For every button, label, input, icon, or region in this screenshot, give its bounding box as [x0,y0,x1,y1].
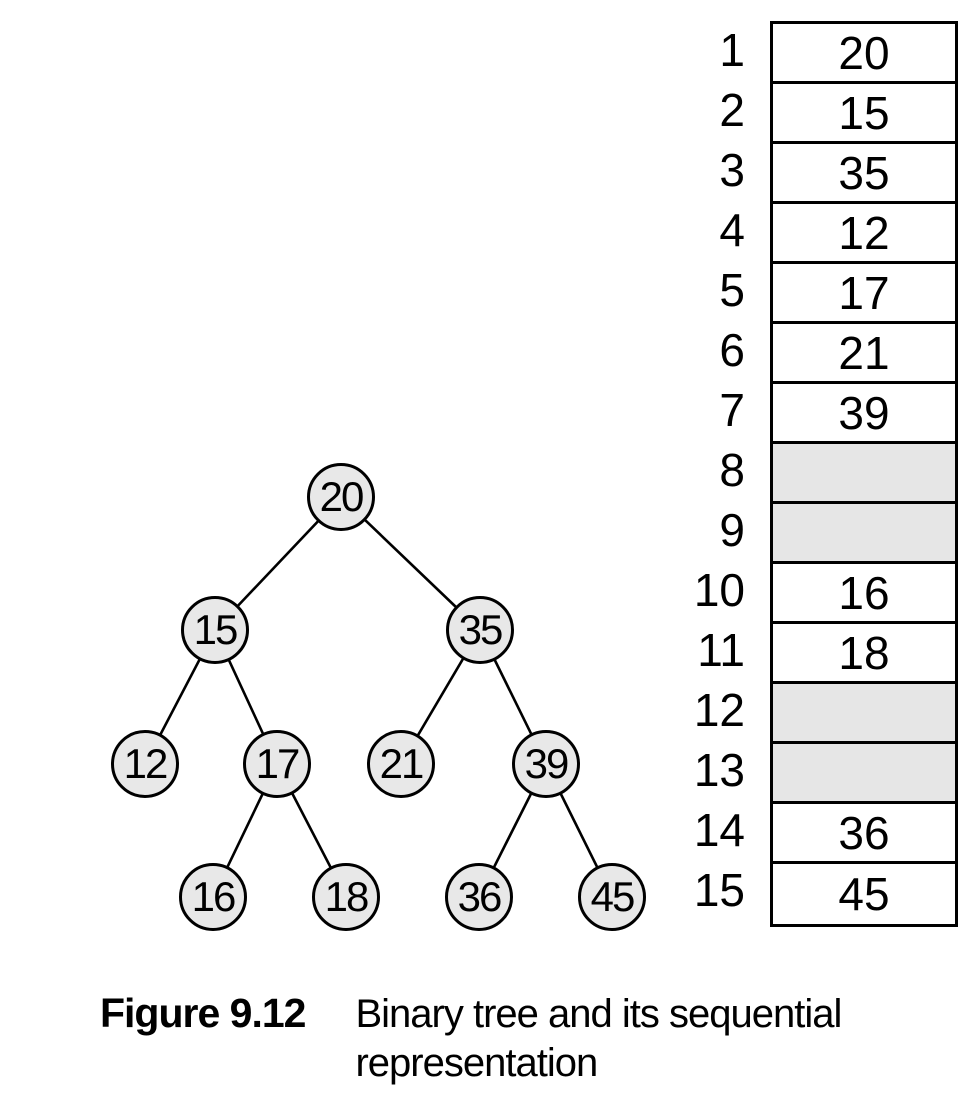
array-index-5: 5 [719,264,745,316]
tree-node-16: 16 [179,863,247,931]
array-cell-12 [773,684,955,744]
array-cell-3: 35 [773,144,955,204]
array-cell-8 [773,444,955,504]
array-index-10: 10 [693,564,745,616]
tree-node-21: 21 [367,730,435,798]
tree-node-45: 45 [578,863,646,931]
array-index-11: 11 [697,624,745,676]
array-cell-2: 15 [773,84,955,144]
tree-node-15: 15 [181,596,249,664]
array-index-14: 14 [693,804,745,856]
array-cell-6: 21 [773,324,955,384]
array-index-8: 8 [719,444,745,496]
figure-label: Figure 9.12 [100,990,306,1036]
array-index-7: 7 [719,384,745,436]
caption-line-2: representation [355,1041,598,1085]
tree-node-39: 39 [512,730,580,798]
array-index-6: 6 [719,324,745,376]
tree-node-35: 35 [446,596,514,664]
array-cell-9 [773,504,955,564]
array-cell-4: 12 [773,204,955,264]
array-cell-13 [773,744,955,804]
array-index-13: 13 [693,744,745,796]
array-cell-10: 16 [773,564,955,624]
array-index-1: 1 [719,24,745,76]
tree-node-12: 12 [111,730,179,798]
array-cell-11: 18 [773,624,955,684]
tree-node-17: 17 [243,730,311,798]
array-index-2: 2 [719,84,745,136]
caption-line-1: Binary tree and its sequential [355,992,842,1036]
tree-node-36: 36 [445,863,513,931]
array-index-3: 3 [719,144,745,196]
figure-caption: Figure 9.12 Binary tree and its sequenti… [100,990,842,1088]
figure-caption-text: Binary tree and its sequential represent… [355,990,842,1088]
array-cell-15: 45 [773,864,955,924]
array-cell-1: 20 [773,24,955,84]
array-index-9: 9 [719,504,745,556]
array-index-4: 4 [719,204,745,256]
array-cell-14: 36 [773,804,955,864]
array-cell-7: 39 [773,384,955,444]
array-index-15: 15 [693,864,745,916]
array-cell-5: 17 [773,264,955,324]
array-index-12: 12 [693,684,745,736]
tree-node-18: 18 [312,863,380,931]
tree-node-20: 20 [307,463,375,531]
